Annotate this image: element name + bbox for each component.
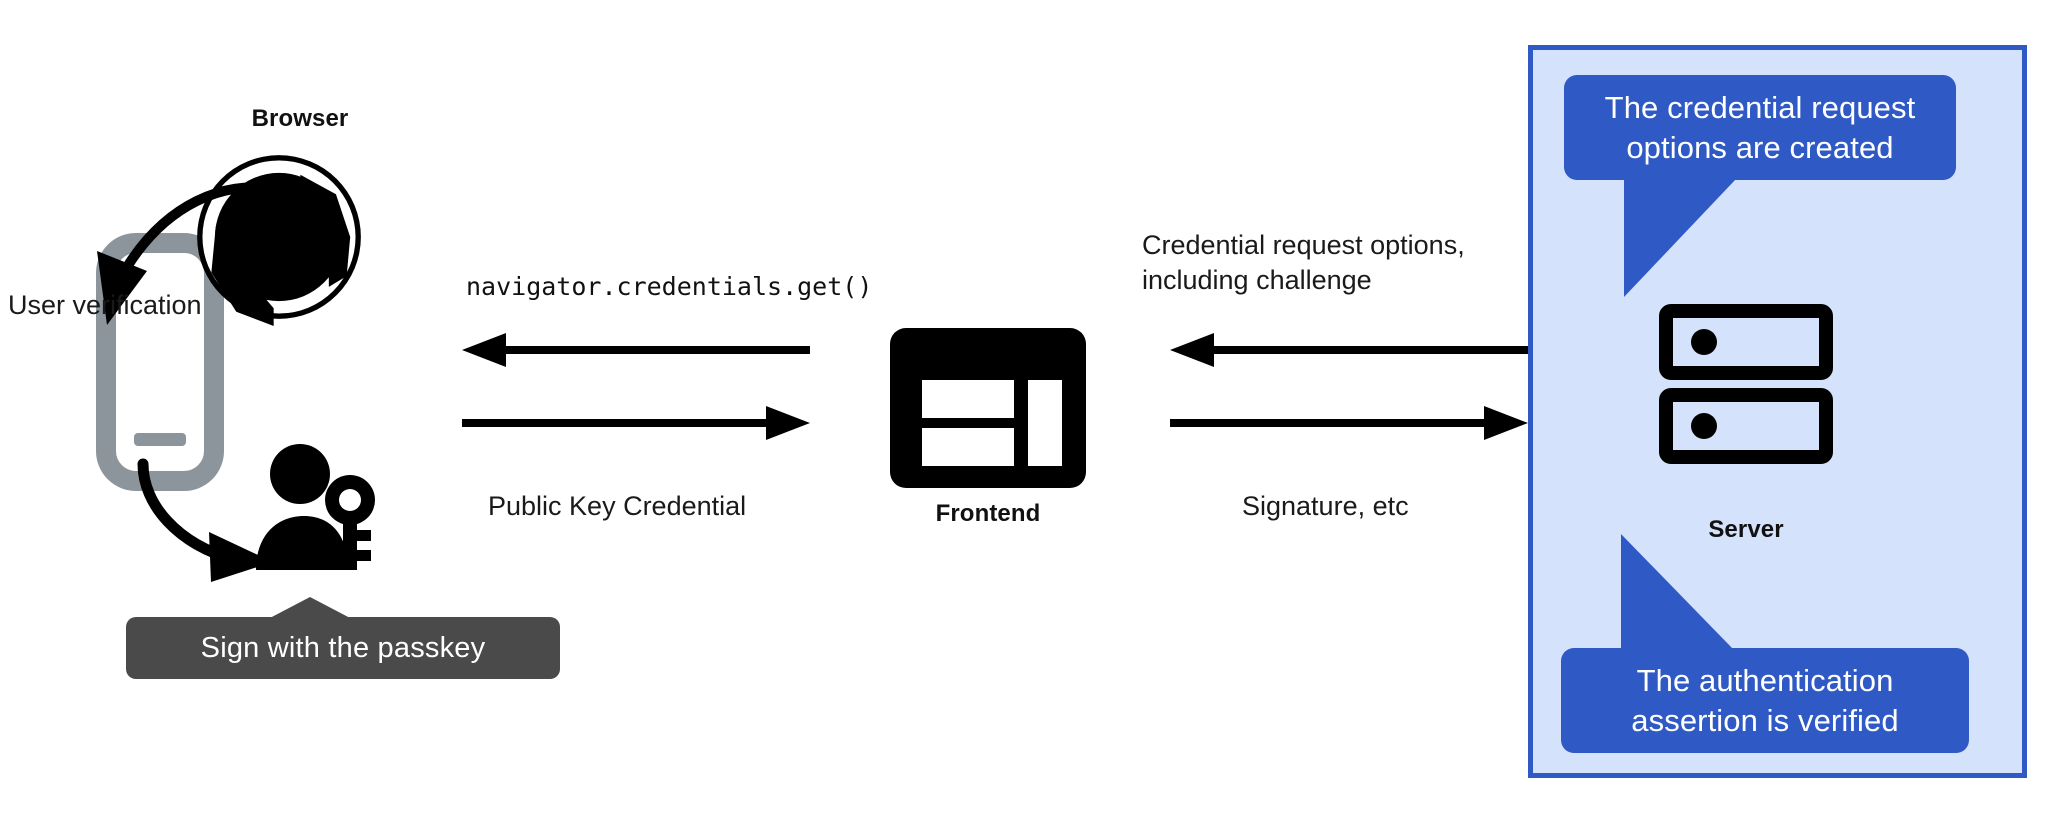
tooltip-bubble: Sign with the passkey xyxy=(126,617,560,679)
globe-icon xyxy=(190,148,368,326)
browser-frontend-request-arrow xyxy=(462,406,810,440)
browser-to-phone-arrow xyxy=(85,175,285,335)
tooltip-notch xyxy=(268,597,352,619)
user-with-key-icon xyxy=(250,442,380,577)
browser-frontend-response-arrow xyxy=(462,333,810,367)
signature-etc-label: Signature, etc xyxy=(1242,491,1409,521)
arrow-shaft xyxy=(502,346,810,354)
arrow-head xyxy=(462,333,506,367)
callout-line1: The credential request xyxy=(1604,90,1916,126)
navigator-credentials-get-label: navigator.credentials.get() xyxy=(466,272,873,301)
callout-line2: options are created xyxy=(1626,129,1894,165)
public-key-credential-label: Public Key Credential xyxy=(488,491,747,521)
callout-line2: assertion is verified xyxy=(1631,702,1899,738)
credential-request-options-line2: including challenge xyxy=(1142,264,1372,295)
frontend-window-icon xyxy=(890,328,1086,488)
sign-with-passkey-tooltip: Sign with the passkey xyxy=(126,597,560,679)
frontend-label: Frontend xyxy=(935,500,1041,527)
phone-to-user-arrow xyxy=(135,458,335,590)
credential-request-options-line1: Credential request options, xyxy=(1142,230,1465,260)
callout-text: The credential request options are creat… xyxy=(1605,88,1916,166)
server-frontend-options-arrow xyxy=(1170,333,1528,367)
tooltip-text: Sign with the passkey xyxy=(200,631,486,664)
arrow-head xyxy=(1170,333,1214,367)
callout-body: The credential request options are creat… xyxy=(1564,75,1956,180)
assertion-verified-callout: The authentication assertion is verified xyxy=(1561,534,1969,753)
credential-options-created-callout: The credential request options are creat… xyxy=(1564,75,1956,297)
server-racks-icon xyxy=(1659,304,1833,464)
arrow-shaft xyxy=(462,419,770,427)
frontend-server-signature-arrow xyxy=(1170,406,1528,440)
arrow-shaft xyxy=(1170,419,1488,427)
callout-line1: The authentication xyxy=(1636,663,1894,699)
callout-tail xyxy=(1624,179,1736,297)
mobile-phone-icon xyxy=(96,233,224,491)
arrow-head xyxy=(1484,406,1528,440)
credential-request-options-label: Credential request options, including ch… xyxy=(1142,228,1472,297)
callout-tail xyxy=(1621,534,1733,649)
arrow-head xyxy=(766,406,810,440)
browser-label: Browser xyxy=(251,105,349,132)
user-verification-label: User verification xyxy=(8,290,202,320)
callout-text: The authentication assertion is verified xyxy=(1631,661,1898,739)
callout-body: The authentication assertion is verified xyxy=(1561,648,1969,753)
arrow-shaft xyxy=(1210,346,1528,354)
